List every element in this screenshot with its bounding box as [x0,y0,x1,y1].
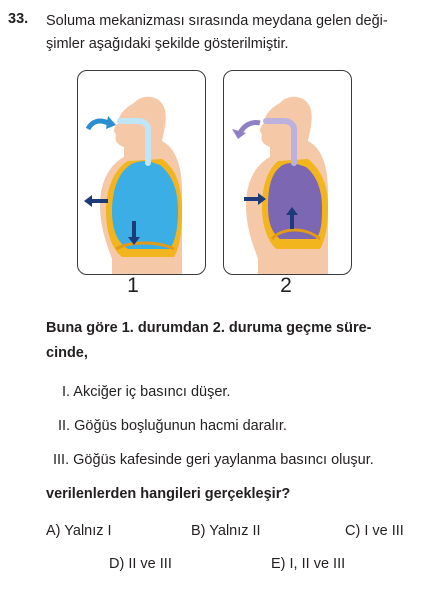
option-letter: C) [345,523,361,539]
question-stem-line-2: şimler aşağıdaki şekilde gösterilmiştir. [46,36,289,52]
statement-3: III. Göğüs kafesinde geri yaylanma basın… [53,452,374,468]
option-text: I, II ve III [289,556,346,572]
panel-2-label: 2 [280,274,292,297]
option-text: I ve III [364,523,404,539]
air-inflow-arrow [85,118,110,131]
option-letter: A) [46,523,61,539]
chest-inward-arrow [258,193,266,205]
option-d[interactable]: D) II ve III [109,556,172,572]
diaphragm [270,228,321,241]
inhalation-illustration [84,96,182,274]
statement-numeral: III. [53,452,70,468]
statement-text: Göğüs kafesinde geri yaylanma basıncı ol… [73,452,374,468]
statement-text: Akciğer iç basıncı düşer. [73,384,231,400]
trachea [117,118,151,166]
trachea [263,118,297,166]
option-text: Yalnız II [209,523,261,539]
diaphragm-down-arrow [128,237,140,245]
question-prompt-line-1: Buna göre 1. durumdan 2. duruma geçme sü… [46,320,372,336]
lungs [268,163,322,239]
option-b[interactable]: B) Yalnız II [191,523,261,539]
panel-1-label: 1 [127,274,139,297]
question-number: 33. [8,11,29,27]
option-text: II ve III [128,556,172,572]
option-text: Yalnız I [64,523,112,539]
question-ask: verilenlerden hangileri gerçekleşir? [46,486,291,502]
option-a[interactable]: A) Yalnız I [46,523,112,539]
lungs [112,161,178,249]
question-prompt-line-2: cinde, [46,345,88,361]
air-outflow-arrow [237,120,261,135]
option-e[interactable]: E) I, II ve III [271,556,345,572]
statement-2: II. Göğüs boşluğunun hacmi daralır. [58,418,287,434]
option-c[interactable]: C) I ve III [345,523,404,539]
statement-numeral: II. [58,418,71,434]
figure-panel-2 [223,70,352,275]
option-letter: D) [109,556,125,572]
chest-outward-arrow [84,195,92,207]
diaphragm [115,241,175,251]
statement-numeral: I. [62,384,71,400]
option-letter: E) [271,556,286,572]
option-letter: B) [191,523,206,539]
statement-1: I. Akciğer iç basıncı düşer. [62,384,230,400]
exhalation-illustration [232,96,328,274]
figure-panel-1 [77,70,206,275]
question-stem: Soluma mekanizması sırasında meydana gel… [46,10,426,56]
diaphragm-up-arrow [286,207,298,215]
question-stem-line-1: Soluma mekanizması sırasında meydana gel… [46,13,388,29]
question-prompt: Buna göre 1. durumdan 2. duruma geçme sü… [46,316,426,366]
statement-text: Göğüs boşluğunun hacmi daralır. [74,418,287,434]
